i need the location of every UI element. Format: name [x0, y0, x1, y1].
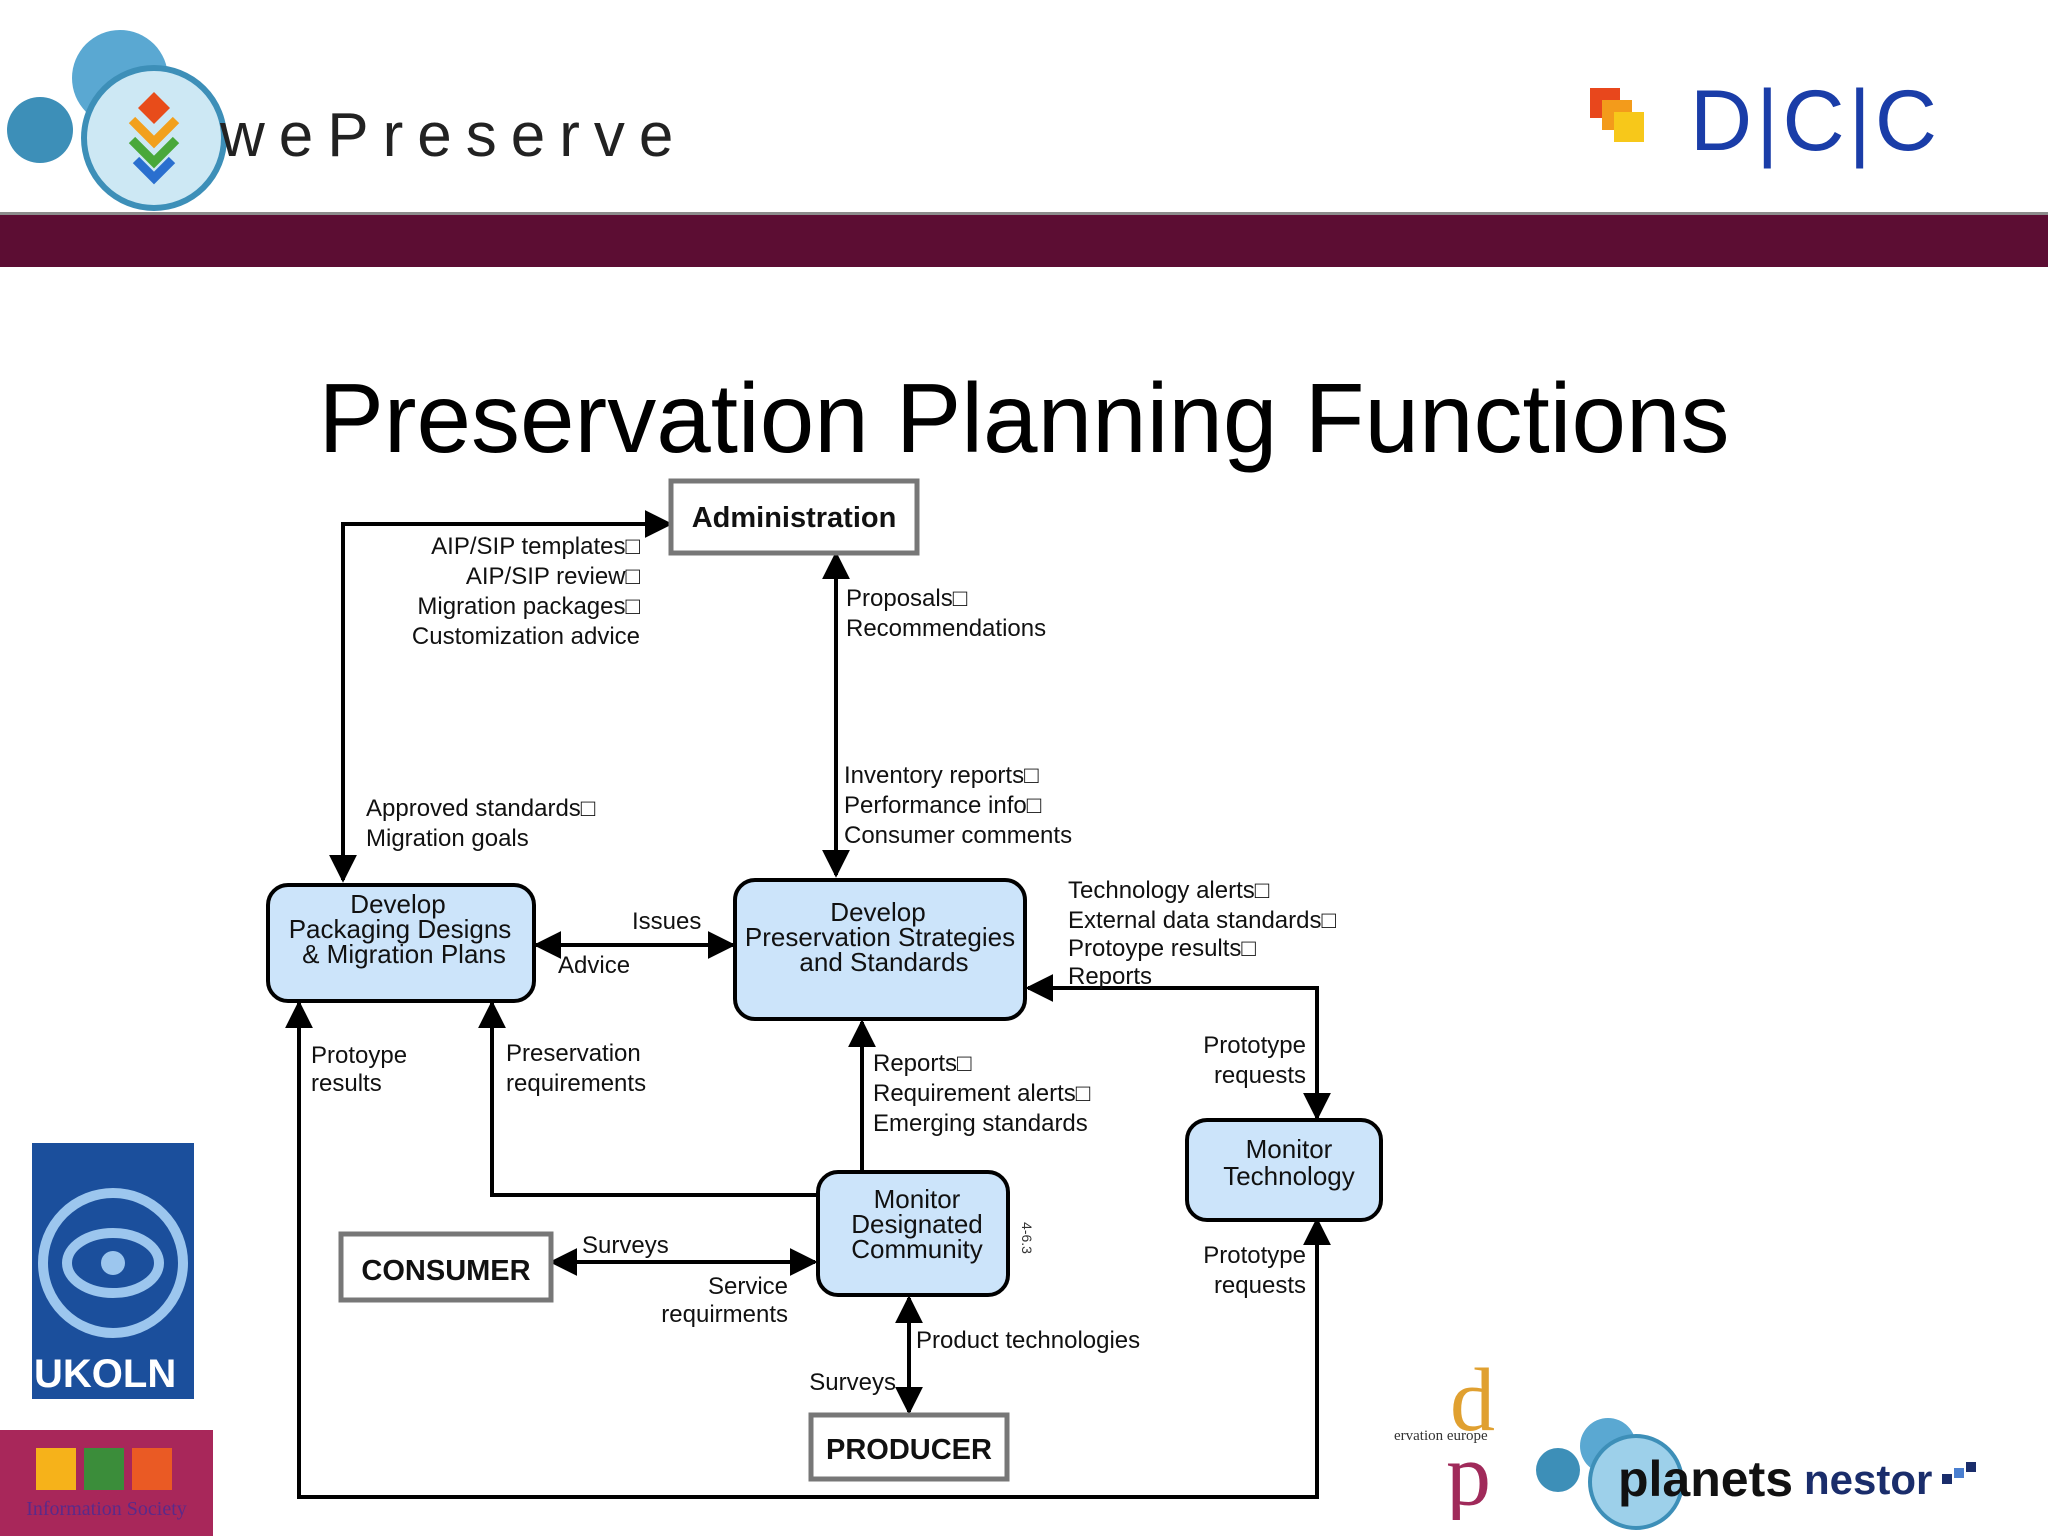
flow-service-req-2: requirments [661, 1301, 788, 1328]
flow-aip-4: Customization advice [412, 623, 640, 650]
process-boxes [266, 878, 1383, 1297]
information-society-logo [0, 1430, 213, 1536]
flow-protoype-results-1: Protoype [311, 1042, 407, 1069]
flow-prototype-req-bottom-1: Prototype [1203, 1242, 1306, 1269]
flow-reports-2: Requirement alerts□ [873, 1080, 1091, 1107]
box-monitor-technology [1185, 1118, 1383, 1222]
box-consumer [338, 1231, 554, 1303]
preservation-label-2: Preservation Strategies [745, 922, 1015, 952]
flow-tech-alerts-2: External data standards□ [1068, 907, 1336, 934]
technology-label-2: Technology [1223, 1161, 1355, 1191]
ukoln-logo [32, 1143, 194, 1399]
flow-protoype-results-2: results [311, 1070, 382, 1097]
flow-proposals-1: Proposals□ [846, 585, 968, 612]
packaging-label-2: Packaging Designs [289, 914, 512, 944]
preservation-label-3: and Standards [799, 947, 968, 977]
wepreserve-logo [7, 30, 227, 211]
community-label-3: Community [851, 1234, 982, 1264]
entity-boxes [338, 478, 1010, 1482]
packaging-label-1: Develop [350, 889, 445, 919]
flow-surveys-consumer: Surveys [582, 1232, 669, 1259]
flow-surveys-producer: Surveys [809, 1369, 896, 1396]
box-producer [808, 1412, 1010, 1482]
community-label-1: Monitor [874, 1184, 961, 1214]
flow-advice: Advice [558, 952, 630, 979]
flow-proposals-2: Recommendations [846, 615, 1046, 642]
flow-tech-alerts-4: Reports [1068, 963, 1152, 990]
packaging-label-3: & Migration Plans [302, 939, 506, 969]
flow-preservation-req-1: Preservation [506, 1040, 641, 1067]
flow-inventory-1: Inventory reports□ [844, 762, 1039, 789]
logo-chevron-blue [132, 156, 176, 185]
flow-product-tech: Product technologies [916, 1327, 1140, 1354]
svg-text:d: d [1450, 1360, 1495, 1450]
logo-circle-small [7, 97, 73, 163]
nestor-label: nestor [1804, 1456, 1933, 1503]
flow-tech-alerts-1: Technology alerts□ [1068, 877, 1270, 904]
flow-approved-2: Migration goals [366, 825, 529, 852]
flow-inventory-3: Consumer comments [844, 822, 1072, 849]
consumer-label: CONSUMER [361, 1255, 530, 1287]
arrow-admin-packaging [329, 510, 673, 883]
flow-inventory-2: Performance info□ [844, 792, 1042, 819]
logo-chevron-orange [128, 116, 180, 149]
slide-title: Preservation Planning Functions [318, 363, 1730, 473]
flow-arrows [285, 510, 1331, 1499]
dpe-label: ervation europe [1394, 1428, 1488, 1444]
dcc-squares-icon [1590, 88, 1644, 142]
ukoln-label: UKOLN [34, 1352, 177, 1396]
arrow-tech-packaging-loop [285, 1000, 1331, 1499]
flow-approved-1: Approved standards□ [366, 795, 596, 822]
technology-label-1: Monitor [1246, 1134, 1333, 1164]
flow-aip-3: Migration packages□ [417, 593, 640, 620]
figure-id: 4-6.3 [1019, 1222, 1035, 1254]
flow-service-req-1: Service [708, 1273, 788, 1300]
flow-preservation-req-2: requirements [506, 1070, 646, 1097]
flow-aip-2: AIP/SIP review□ [466, 563, 641, 590]
planets-label: planets [1618, 1451, 1794, 1507]
brand-bar [0, 215, 2048, 267]
header-divider [0, 212, 2048, 215]
box-administration [668, 478, 920, 556]
svg-text:p: p [1446, 1426, 1491, 1520]
flow-reports-3: Emerging standards [873, 1110, 1088, 1137]
flow-issues: Issues [632, 908, 701, 935]
flow-prototype-req-bottom-2: requests [1214, 1272, 1306, 1299]
dcc-logo: D|C|C [1690, 73, 1941, 169]
administration-label: Administration [692, 502, 897, 534]
information-society-label: Information Society [26, 1498, 187, 1520]
flow-reports-1: Reports□ [873, 1050, 972, 1077]
nestor-squares-icon [1942, 1462, 1976, 1484]
box-monitor-community [816, 1170, 1010, 1297]
community-label-2: Designated [851, 1209, 983, 1239]
flow-tech-alerts-3: Protoype results□ [1068, 935, 1256, 962]
planets-logo [1536, 1418, 1684, 1530]
flow-prototype-req-top-2: requests [1214, 1062, 1306, 1089]
preservation-label-1: Develop [830, 897, 925, 927]
producer-label: PRODUCER [826, 1434, 992, 1466]
logo-diamond-red [138, 92, 170, 124]
flow-aip-1: AIP/SIP templates□ [431, 533, 640, 560]
box-develop-preservation [733, 878, 1027, 1021]
slide-header [0, 0, 2048, 215]
dpe-logo: d p [1446, 1360, 1495, 1520]
box-develop-packaging [266, 883, 536, 1003]
flow-prototype-req-top-1: Prototype [1203, 1032, 1306, 1059]
logo-chevron-green [128, 136, 180, 169]
arrow-community-packaging [478, 1000, 817, 1197]
logo-wordmark: wePreserve [220, 101, 688, 170]
